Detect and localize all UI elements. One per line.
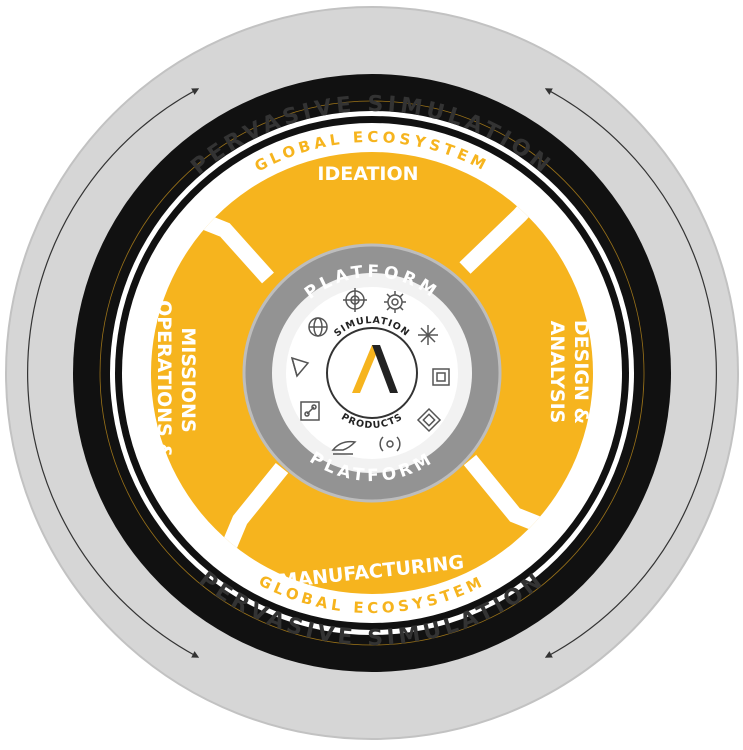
globe-icon	[308, 317, 328, 337]
platform-ring-highlight	[242, 243, 502, 503]
orbit-arrow-right	[544, 88, 717, 658]
gear-icon	[384, 291, 406, 313]
segment-missions-line1: MISSIONS	[177, 327, 199, 432]
diamond-chip-icon	[416, 407, 442, 433]
signal-icon	[379, 436, 401, 452]
node-graph-icon	[300, 401, 320, 421]
black-ring-thin-line	[99, 100, 645, 646]
segment-missions-line2: OPERATIONS &	[153, 300, 175, 460]
cube-icon	[290, 356, 310, 378]
starburst-icon	[343, 288, 367, 312]
segment-missions-operations-label: MISSIONS OPERATIONS &	[153, 300, 199, 460]
segment-design-analysis-line1: DESIGN &	[570, 320, 592, 424]
chip-icon	[432, 368, 450, 386]
orbit-arrow-left	[27, 88, 200, 658]
center-badge	[326, 327, 418, 419]
brand-logo-icon	[352, 345, 398, 393]
icons	[290, 288, 450, 455]
spark-icon	[418, 325, 438, 345]
hand-icon	[331, 440, 357, 455]
segment-ideation-label: IDEATION	[317, 163, 418, 185]
segment-design-analysis-line2: ANALYSIS	[546, 321, 568, 424]
segment-design-analysis-label: DESIGN & ANALYSIS	[546, 320, 592, 424]
